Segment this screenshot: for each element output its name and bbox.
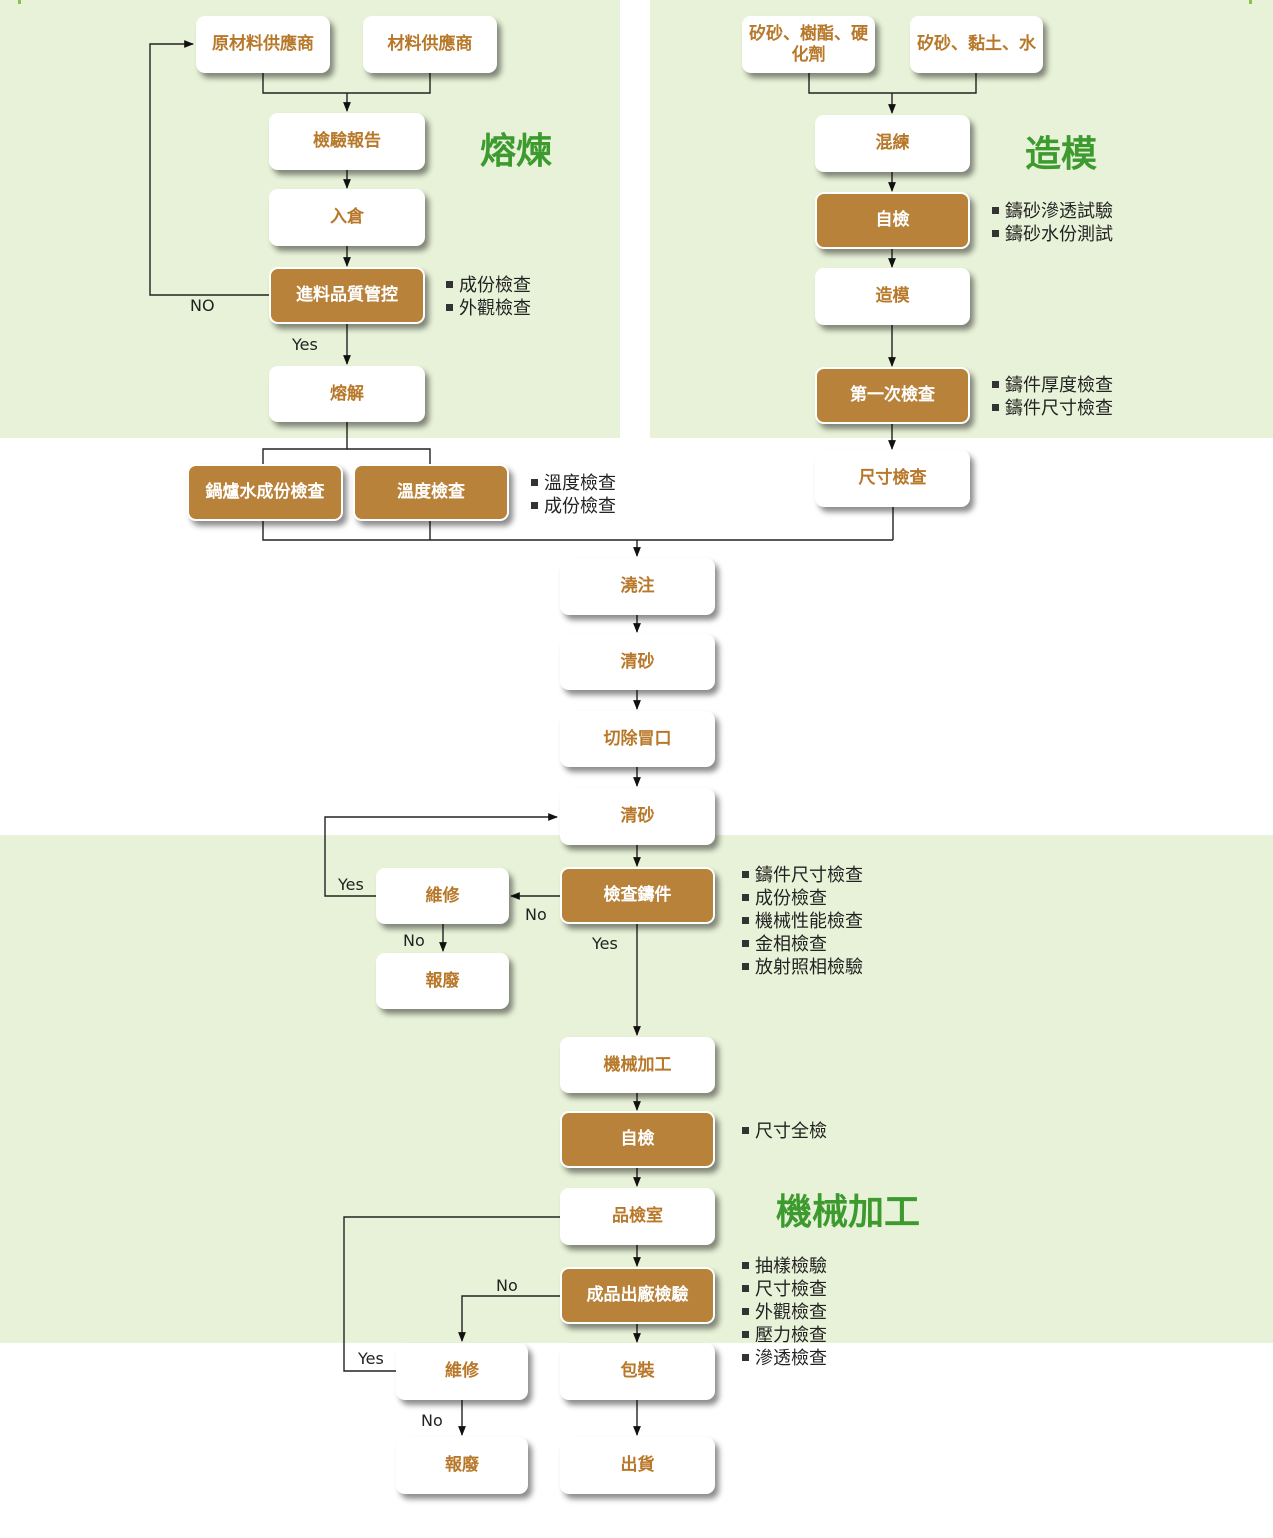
branch-label-yes: Yes: [292, 335, 318, 354]
note-item: 成份檢查: [531, 495, 616, 518]
node-machining[interactable]: 機械加工: [560, 1037, 715, 1093]
section-title-molding: 造模: [1025, 134, 1098, 175]
node-incoming-quality-control[interactable]: 進料品質管控: [269, 267, 425, 324]
node-repair-2[interactable]: 維修: [396, 1343, 528, 1400]
note-item: 鑄件厚度檢查: [992, 374, 1113, 397]
note-item: 放射照相檢驗: [742, 956, 863, 979]
note-item: 鑄砂滲透試驗: [992, 200, 1113, 223]
branch-label-no: No: [421, 1411, 443, 1430]
node-mixing[interactable]: 混練: [815, 115, 970, 172]
node-sand-clay-water[interactable]: 矽砂、黏土、水: [910, 16, 1043, 73]
branch-label-no: No: [525, 905, 547, 924]
node-melting[interactable]: 熔解: [269, 366, 425, 422]
node-material-supplier[interactable]: 材料供應商: [363, 16, 497, 73]
section-title-smelting: 熔煉: [480, 131, 553, 172]
note-item: 外觀檢查: [446, 297, 531, 320]
note-item: 外觀檢查: [742, 1301, 827, 1324]
notes-first-inspection: 鑄件厚度檢查 鑄件尺寸檢查: [992, 374, 1113, 420]
note-item: 溫度檢查: [531, 472, 616, 495]
branch-label-yes: Yes: [358, 1349, 384, 1368]
note-item: 鑄砂水份測試: [992, 223, 1113, 246]
node-repair-1[interactable]: 維修: [376, 868, 509, 924]
note-item: 鑄件尺寸檢查: [742, 864, 863, 887]
note-item: 壓力檢查: [742, 1324, 827, 1347]
notes-self-check-machining: 尺寸全檢: [742, 1120, 827, 1143]
node-pouring[interactable]: 澆注: [560, 558, 715, 615]
node-raw-material-supplier[interactable]: 原材料供應商: [196, 16, 330, 73]
branch-label-yes: Yes: [338, 875, 364, 894]
note-item: 抽樣檢驗: [742, 1255, 827, 1278]
node-first-inspection[interactable]: 第一次檢查: [815, 367, 970, 424]
node-warehousing[interactable]: 入倉: [269, 189, 425, 246]
node-self-check-molding[interactable]: 自檢: [815, 192, 970, 249]
node-casting-inspection[interactable]: 檢查鑄件: [560, 867, 715, 924]
node-temperature-check[interactable]: 溫度檢查: [353, 464, 509, 521]
node-riser-cutting[interactable]: 切除冒口: [560, 711, 715, 767]
branch-label-yes: Yes: [592, 934, 618, 953]
notes-self-check-molding: 鑄砂滲透試驗 鑄砂水份測試: [992, 200, 1113, 246]
note-item: 成份檢查: [742, 887, 863, 910]
corner-mark: [1249, 0, 1252, 4]
notes-final-inspection: 抽樣檢驗 尺寸檢查 外觀檢查 壓力檢查 滲透檢查: [742, 1255, 827, 1370]
node-molding[interactable]: 造模: [815, 268, 970, 325]
branch-label-no: No: [496, 1276, 518, 1295]
node-qc-room[interactable]: 品檢室: [560, 1188, 715, 1245]
node-inspection-report[interactable]: 檢驗報告: [269, 113, 425, 170]
note-item: 鑄件尺寸檢查: [992, 397, 1113, 420]
node-sand-cleaning-2[interactable]: 清砂: [560, 788, 715, 845]
node-scrap-2[interactable]: 報廢: [396, 1437, 528, 1494]
notes-melting: 溫度檢查 成份檢查: [531, 472, 616, 518]
branch-label-no: NO: [190, 296, 215, 315]
note-item: 尺寸全檢: [742, 1120, 827, 1143]
note-item: 機械性能檢查: [742, 910, 863, 933]
note-item: 金相檢查: [742, 933, 863, 956]
section-title-machining: 機械加工: [776, 1192, 921, 1233]
node-sand-resin-hardener[interactable]: 矽砂、樹酯、硬化劑: [742, 16, 875, 73]
node-furnace-water-check[interactable]: 鍋爐水成份檢查: [187, 464, 343, 521]
node-shipping[interactable]: 出貨: [560, 1437, 715, 1494]
branch-label-no: No: [403, 931, 425, 950]
node-packing[interactable]: 包裝: [560, 1343, 715, 1400]
node-scrap-1[interactable]: 報廢: [376, 953, 509, 1009]
note-item: 成份檢查: [446, 274, 531, 297]
notes-incoming-qc: 成份檢查 外觀檢查: [446, 274, 531, 320]
node-sand-cleaning-1[interactable]: 清砂: [560, 634, 715, 690]
note-item: 尺寸檢查: [742, 1278, 827, 1301]
notes-casting-inspection: 鑄件尺寸檢查 成份檢查 機械性能檢查 金相檢查 放射照相檢驗: [742, 864, 863, 979]
corner-mark: [18, 0, 21, 4]
node-self-check-machining[interactable]: 自檢: [560, 1111, 715, 1168]
node-final-inspection[interactable]: 成品出廠檢驗: [560, 1267, 715, 1324]
node-dimension-check[interactable]: 尺寸檢查: [815, 450, 970, 507]
note-item: 滲透檢查: [742, 1347, 827, 1370]
